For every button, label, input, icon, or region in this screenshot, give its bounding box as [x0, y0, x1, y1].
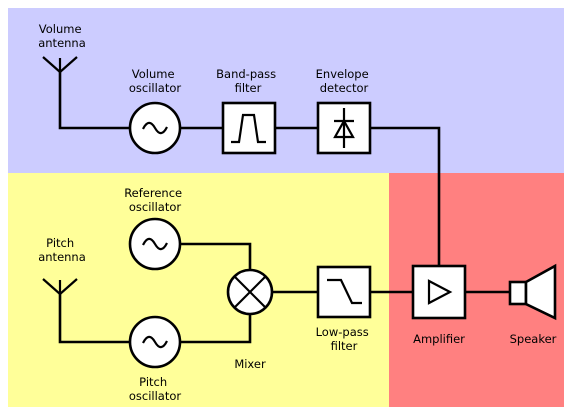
diode-icon — [333, 108, 355, 148]
volume-antenna-label: Volume antenna — [38, 22, 86, 50]
low-pass-icon — [327, 278, 362, 305]
volume-region — [8, 8, 564, 173]
volume-oscillator — [128, 101, 182, 155]
mixer-label: Mixer — [234, 357, 266, 371]
sine-wave-icon — [142, 335, 168, 349]
envelope-detector-label: Envelope detector — [316, 67, 373, 95]
volume-oscillator-label: Volume oscillator — [129, 67, 182, 95]
pitch-oscillator-label: Pitch oscillator — [129, 375, 182, 403]
mixer — [226, 268, 274, 316]
band-pass-filter — [221, 101, 277, 155]
reference-oscillator — [128, 217, 182, 271]
pitch-antenna-icon — [42, 278, 78, 295]
pitch-antenna-label: Pitch antenna — [38, 236, 86, 264]
sine-wave-icon — [142, 237, 168, 251]
speaker-label: Speaker — [510, 332, 557, 346]
volume-antenna-icon — [42, 56, 78, 73]
pitch-oscillator — [128, 315, 182, 369]
speaker-icon — [508, 263, 557, 321]
low-pass-filter — [316, 265, 372, 319]
band-pass-filter-label: Band-pass filter — [216, 67, 280, 95]
amplifier-triangle-icon — [427, 279, 453, 305]
sine-wave-icon — [142, 121, 168, 135]
reference-oscillator-label: Reference oscillator — [124, 186, 186, 214]
low-pass-filter-label: Low-pass filter — [316, 325, 373, 353]
signal-wires — [58, 70, 510, 344]
band-pass-icon — [231, 113, 266, 144]
amplifier-label: Amplifier — [413, 332, 465, 346]
envelope-detector — [316, 101, 372, 155]
amplifier — [411, 264, 467, 320]
